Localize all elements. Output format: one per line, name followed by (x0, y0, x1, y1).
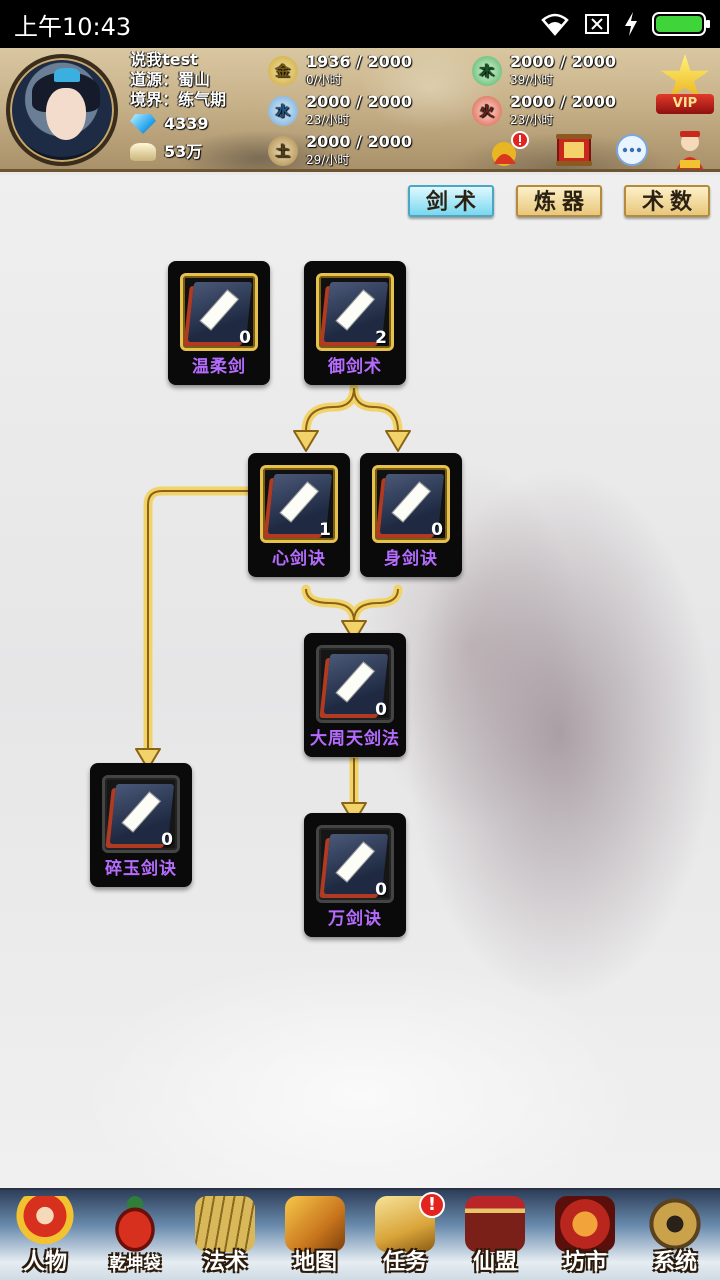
arrow-head (135, 748, 161, 770)
tab-refining[interactable]: 炼器 (516, 185, 602, 217)
gear-icon (645, 1196, 705, 1252)
skill-level: 0 (161, 830, 173, 850)
skill-name: 身剑诀 (384, 549, 438, 569)
skill-node-dazhoutian[interactable]: 0 大周天剑法 (304, 633, 406, 757)
skill-node-shenjianjue[interactable]: 0 身剑诀 (360, 453, 462, 577)
wood-orb-icon: 木 (472, 56, 502, 86)
category-tabs: 剑术 炼器 术数 (408, 185, 710, 217)
gate-icon (465, 1196, 525, 1252)
popularity-icon[interactable] (488, 130, 532, 170)
menu-character[interactable]: 人物 (3, 1190, 87, 1280)
arrow-head (385, 430, 411, 452)
skill-name: 心剑诀 (272, 549, 326, 569)
arrow-head (293, 430, 319, 452)
notification-off-icon (585, 14, 609, 34)
resource-rate: 0/小时 (306, 73, 342, 87)
tab-swordsmanship[interactable]: 剑术 (408, 185, 494, 217)
skill-connectors (135, 383, 411, 824)
skill-node-wanjianjue[interactable]: 0 万剑诀 (304, 813, 406, 937)
chat-icon[interactable] (614, 134, 650, 168)
resource-earth: 土 2000 / 2000 29/小时 (268, 132, 412, 168)
scroll-icon[interactable] (554, 132, 594, 168)
wifi-icon (541, 13, 569, 36)
bottom-menu: 人物 乾坤袋 法术 地图 ! 任务 仙盟 坊市 系统 (0, 1188, 720, 1280)
resource-value: 2000 / 2000 (306, 132, 413, 151)
resource-metal: 金 1936 / 2000 0/小时 (268, 52, 412, 88)
skill-tree-area: 剑术 炼器 术数 (0, 175, 720, 1188)
silver-ingot-icon (130, 143, 156, 161)
player-info: 说我test 道源：蜀山 境界：练气期 4339 53万 (130, 50, 226, 166)
skill-level: 0 (375, 700, 387, 720)
system-icons (540, 12, 710, 36)
fire-orb-icon: 火 (472, 96, 502, 126)
diamond-icon (130, 114, 156, 134)
menu-map[interactable]: 地图 (273, 1190, 357, 1280)
menu-system[interactable]: 系统 (633, 1190, 717, 1280)
tab-arts[interactable]: 术数 (624, 185, 710, 217)
fortune-god-icon[interactable] (670, 128, 710, 170)
menu-market[interactable]: 坊市 (543, 1190, 627, 1280)
skill-node-suiyu[interactable]: 0 碎玉剑诀 (90, 763, 192, 887)
resource-wood: 木 2000 / 2000 39/小时 (472, 52, 616, 88)
arrow-head (341, 620, 367, 642)
gem-count: 4339 (164, 114, 209, 133)
player-avatar[interactable] (6, 54, 118, 166)
water-orb-icon: 水 (268, 96, 298, 126)
skill-level: 0 (431, 520, 443, 540)
skill-name: 万剑诀 (328, 909, 382, 929)
resource-fire: 火 2000 / 2000 23/小时 (472, 92, 616, 128)
vip-button[interactable]: VIP (652, 54, 716, 118)
character-icon (15, 1196, 75, 1252)
battery-icon (652, 12, 710, 36)
market-icon (555, 1196, 615, 1252)
resource-rate: 23/小时 (510, 113, 554, 127)
resource-value: 2000 / 2000 (510, 92, 617, 111)
silver-row: 53万 (130, 138, 226, 166)
earth-orb-icon: 土 (268, 136, 298, 166)
skill-name: 温柔剑 (192, 357, 246, 377)
silver-count: 53万 (164, 142, 203, 161)
status-bar: 上午10:43 (0, 0, 720, 48)
charging-icon (625, 12, 637, 36)
bamboo-scroll-icon (195, 1196, 255, 1252)
player-name: 说我test (130, 50, 198, 69)
skill-level: 1 (319, 520, 331, 540)
skill-name: 大周天剑法 (310, 729, 400, 749)
skill-level: 2 (375, 328, 387, 348)
skill-level: 0 (239, 328, 251, 348)
skill-name: 御剑术 (328, 357, 382, 377)
resource-value: 2000 / 2000 (306, 92, 413, 111)
menu-alliance[interactable]: 仙盟 (453, 1190, 537, 1280)
vip-label: VIP (656, 94, 714, 114)
resource-rate: 29/小时 (306, 153, 350, 167)
bag-icon (105, 1196, 165, 1252)
resource-rate: 23/小时 (306, 113, 350, 127)
gems-row: 4339 (130, 110, 226, 138)
player-realm: 境界：练气期 (130, 90, 227, 109)
skill-node-wenroujian[interactable]: 0 温柔剑 (168, 261, 270, 385)
menu-quests[interactable]: ! 任务 (363, 1190, 447, 1280)
skill-level: 0 (375, 880, 387, 900)
quest-alert-badge: ! (419, 1192, 445, 1218)
resource-rate: 39/小时 (510, 73, 554, 87)
resource-water: 水 2000 / 2000 23/小时 (268, 92, 412, 128)
metal-orb-icon: 金 (268, 56, 298, 86)
status-time: 上午10:43 (14, 12, 132, 41)
resource-value: 1936 / 2000 (306, 52, 413, 71)
skill-node-xinjianjue[interactable]: 1 心剑诀 (248, 453, 350, 577)
skill-node-yujianshu[interactable]: 2 御剑术 (304, 261, 406, 385)
player-sect: 道源：蜀山 (130, 70, 211, 89)
skill-name: 碎玉剑诀 (105, 859, 177, 879)
menu-spells[interactable]: 法术 (183, 1190, 267, 1280)
resource-value: 2000 / 2000 (510, 52, 617, 71)
player-info-panel: 说我test 道源：蜀山 境界：练气期 4339 53万 金 1936 / 20… (0, 48, 720, 172)
map-icon (285, 1196, 345, 1252)
menu-inventory-bag[interactable]: 乾坤袋 (93, 1190, 177, 1280)
